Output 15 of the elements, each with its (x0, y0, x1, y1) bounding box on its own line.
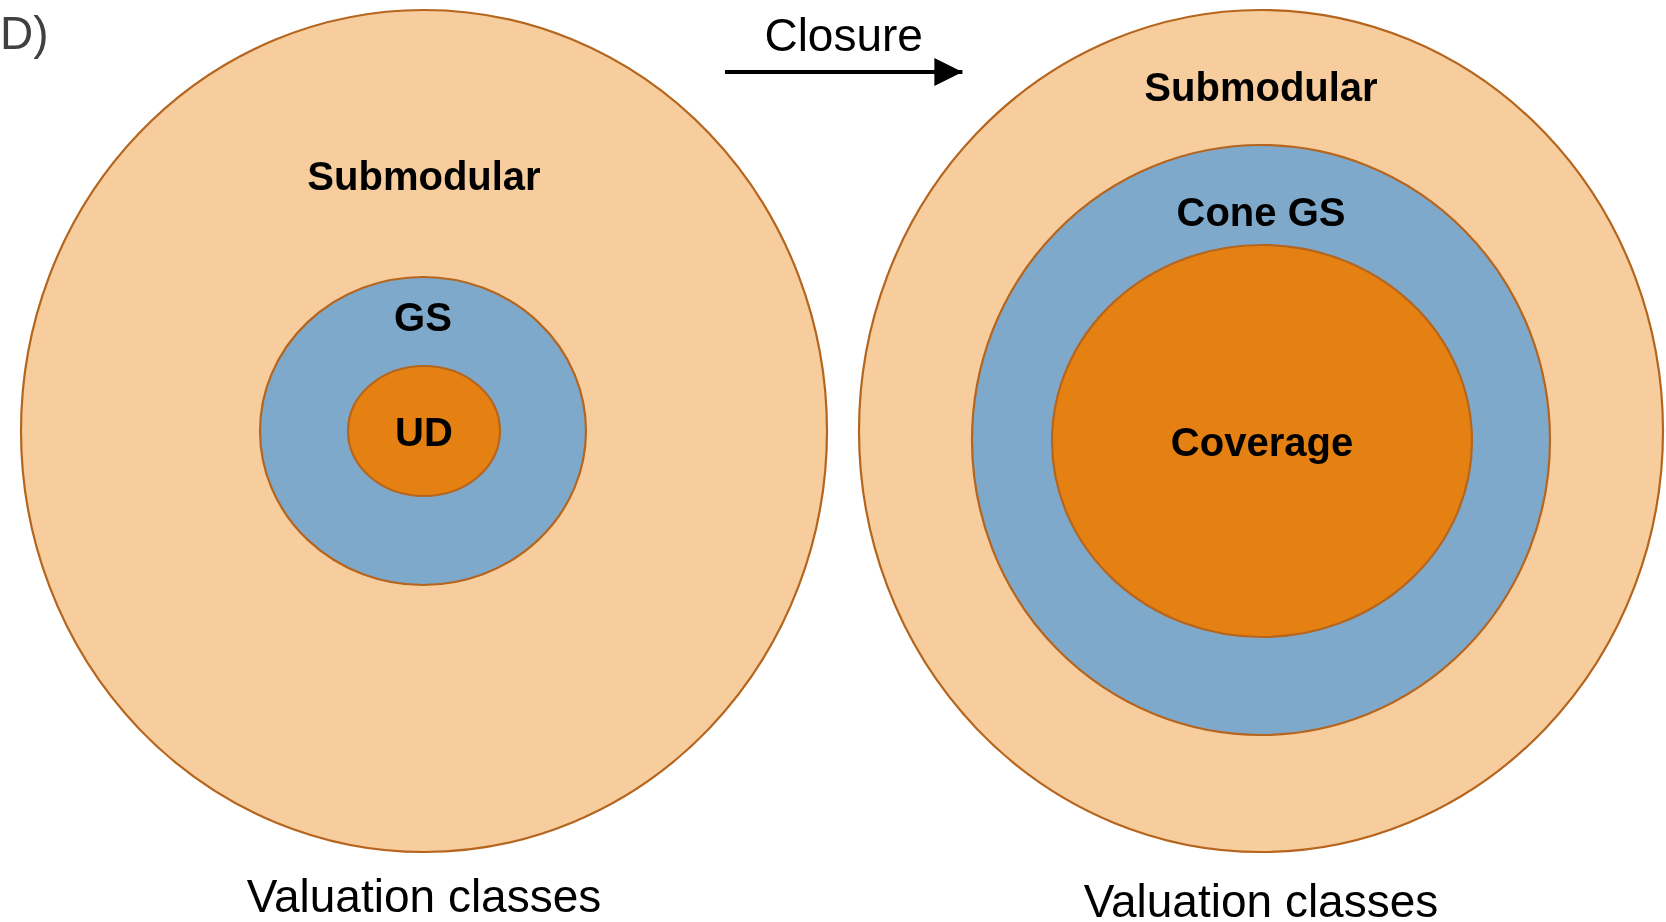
class-label: Cone GS (1176, 190, 1346, 234)
middle-ellipse (259, 276, 587, 586)
inner-ellipse (347, 365, 501, 497)
middle-ellipse (971, 144, 1551, 736)
caption: Valuation classes (1083, 875, 1439, 922)
arrow (725, 58, 963, 86)
inner-ellipse (1051, 244, 1473, 638)
class-label: Submodular (1144, 65, 1378, 109)
class-label: UD (395, 410, 453, 454)
edge-label: Closure (764, 9, 923, 61)
class-label: Coverage (1170, 420, 1354, 464)
class-label: Submodular (307, 154, 541, 198)
class-label: GS (394, 295, 452, 339)
caption: Valuation classes (246, 870, 602, 922)
panel-label: D) (0, 8, 49, 59)
